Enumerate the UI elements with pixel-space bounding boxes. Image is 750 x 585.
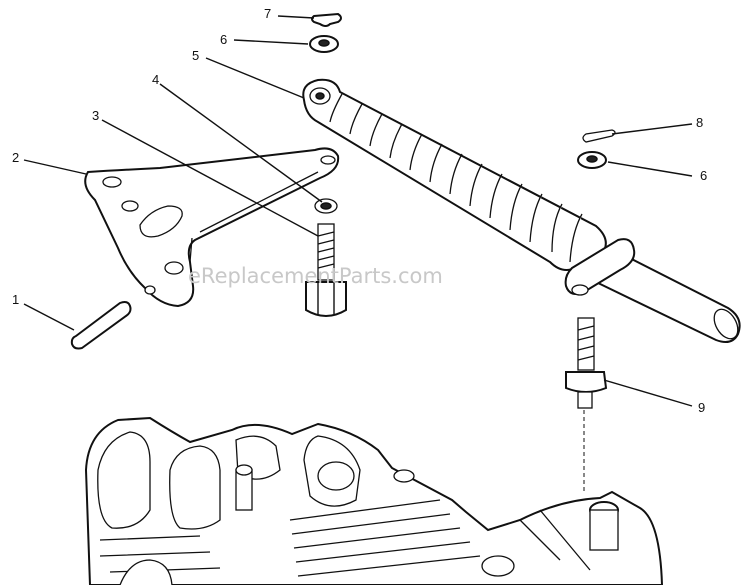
part-clip (311, 12, 342, 27)
part-collar (314, 198, 338, 214)
part-bellows-tube (302, 78, 741, 343)
callout-4: 4 (152, 72, 159, 87)
callout-6-right: 6 (700, 168, 707, 183)
callout-8: 8 (696, 115, 703, 130)
part-washer-right (577, 151, 607, 169)
callout-5: 5 (192, 48, 199, 63)
callout-6-top: 6 (220, 32, 227, 47)
leader-lines (23, 15, 693, 407)
callout-labels: 1 2 3 4 5 6 6 7 8 9 (12, 6, 707, 415)
part-cotter-pin (582, 129, 616, 143)
callout-2: 2 (12, 150, 19, 165)
part-washer-top (309, 35, 339, 53)
callout-1: 1 (12, 292, 19, 307)
part-threaded-stud (305, 223, 347, 317)
part-bracket-lever (84, 147, 340, 308)
part-ball-stud (565, 317, 608, 492)
part-pin (70, 301, 132, 350)
watermark-text: eReplacementParts.com (188, 264, 443, 288)
callout-9: 9 (698, 400, 705, 415)
callout-3: 3 (92, 108, 99, 123)
callout-7: 7 (264, 6, 271, 21)
engine-assembly (84, 416, 664, 585)
